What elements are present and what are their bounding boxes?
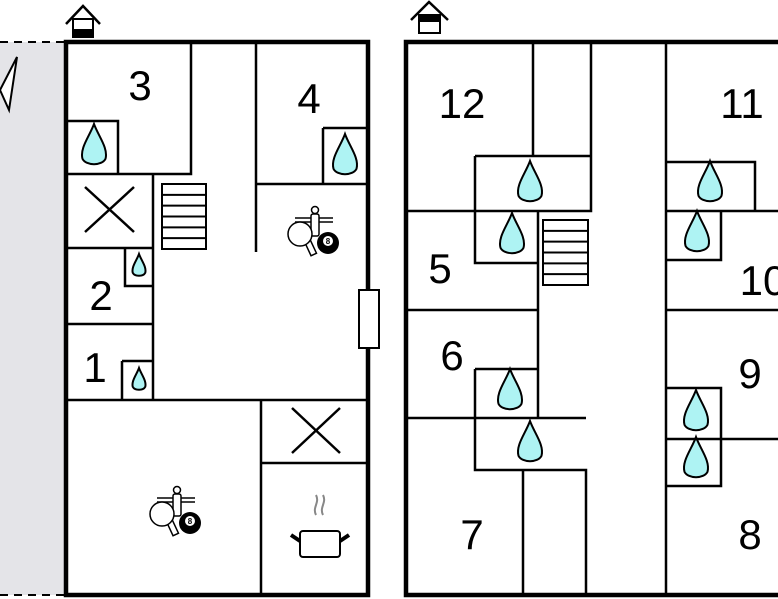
room-label: 2 [89,272,112,319]
svg-text:8: 8 [188,517,193,526]
room-label: 5 [428,245,451,292]
room-label: 11 [720,80,764,127]
bathroom-drop-icon [498,210,526,255]
entrance-icon [410,0,449,34]
bathroom-drop-icon [331,131,359,176]
bathroom-drop-icon [131,365,147,391]
room-label: 12 [439,80,486,127]
stairs-icon [161,183,207,250]
room-label: 8 [738,511,761,558]
kitchen-pot-icon [289,494,351,558]
bathroom-drop-icon [516,158,544,203]
bathroom-drop-icon [516,418,544,463]
bathroom-drop-icon [80,121,108,166]
room-label: 10 [740,257,778,304]
svg-text:8: 8 [326,237,331,246]
room-label: 9 [738,350,761,397]
bathroom-drop-icon [682,387,710,432]
bathroom-drop-icon [683,208,711,253]
closet-x-icon [84,186,135,233]
game-room-icon: 8 [287,205,339,257]
right-building [403,39,778,598]
bathroom-drop-icon [496,366,524,411]
room-label: 6 [440,332,463,379]
room-label: 4 [297,75,320,122]
bathroom-drop-icon [682,434,710,479]
window-icon [358,289,380,349]
compass-icon [0,56,18,114]
room-label: 1 [83,344,106,391]
bathroom-drop-icon [131,251,147,277]
outside-area [0,42,64,595]
game-room-icon: 8 [149,485,201,537]
bathroom-drop-icon [696,158,724,203]
stairs-icon [542,219,589,286]
room-label: 3 [128,62,151,109]
closet-x-icon [291,407,341,454]
room-label: 7 [460,511,483,558]
entrance-icon [65,4,101,38]
